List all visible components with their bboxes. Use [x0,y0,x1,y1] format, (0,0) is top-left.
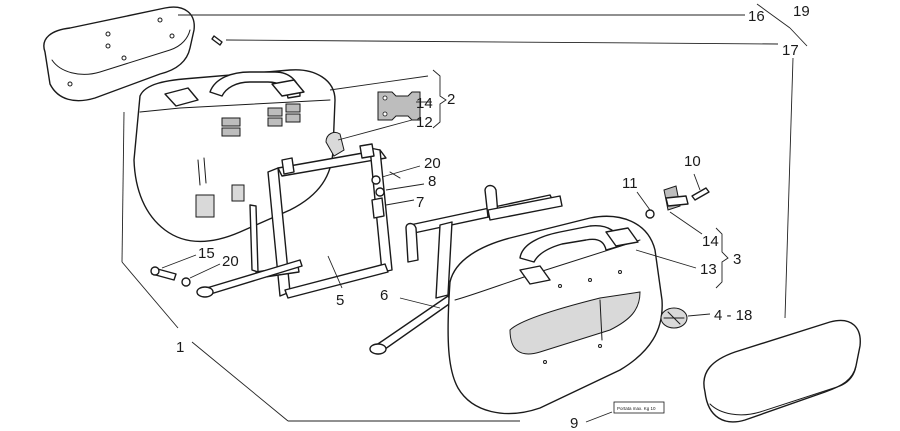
leader-lines [121,3,808,423]
screw-17 [211,35,223,46]
callout-7: 7 [416,194,424,211]
part-15-bolt [150,266,177,281]
part-4-18-emblem [660,307,688,329]
right-pannier-case [447,215,663,415]
callout-16: 16 [748,8,765,25]
part-10-bolt [691,187,710,201]
callout-5: 5 [336,292,344,309]
callout-17: 17 [782,42,799,59]
load-plate-text: Portata max. Kg 10 [617,406,656,411]
callout-1: 1 [176,339,184,356]
part-14-plate-right [663,185,689,211]
callout-14-right: 14 [702,233,719,250]
part-17-lower-pad [703,319,861,423]
callout-12: 12 [416,114,433,131]
callout-2: 2 [447,91,455,108]
part-20-washer [181,277,191,287]
callout-14-top: 14 [416,95,433,112]
parts-20-8-7-fasteners-left [371,171,401,219]
callout-labels: 16 19 17 2 14 12 20 8 7 10 11 14 3 13 15… [176,3,810,431]
callout-8: 8 [428,173,436,190]
callout-11: 11 [622,175,638,192]
callout-20-bottom: 20 [222,253,239,270]
part-14-plate-top [377,91,421,121]
part-12-bracket [325,131,345,157]
callout-19: 19 [793,3,810,20]
callout-10: 10 [684,153,701,170]
callout-13: 13 [700,261,717,278]
part-9-load-plate: Portata max. Kg 10 [613,401,665,414]
callout-20-top: 20 [424,155,441,172]
callout-4-18: 4 - 18 [714,307,752,324]
left-pannier-case [133,69,343,243]
callout-9: 9 [570,415,578,431]
callout-3: 3 [733,251,741,268]
part-11-nut [645,209,655,219]
part-5-left-frame [196,143,393,299]
part-6-right-frame [369,184,563,355]
callout-15: 15 [198,245,215,262]
callout-6: 6 [380,287,388,304]
part-16-top-pad [43,6,195,102]
